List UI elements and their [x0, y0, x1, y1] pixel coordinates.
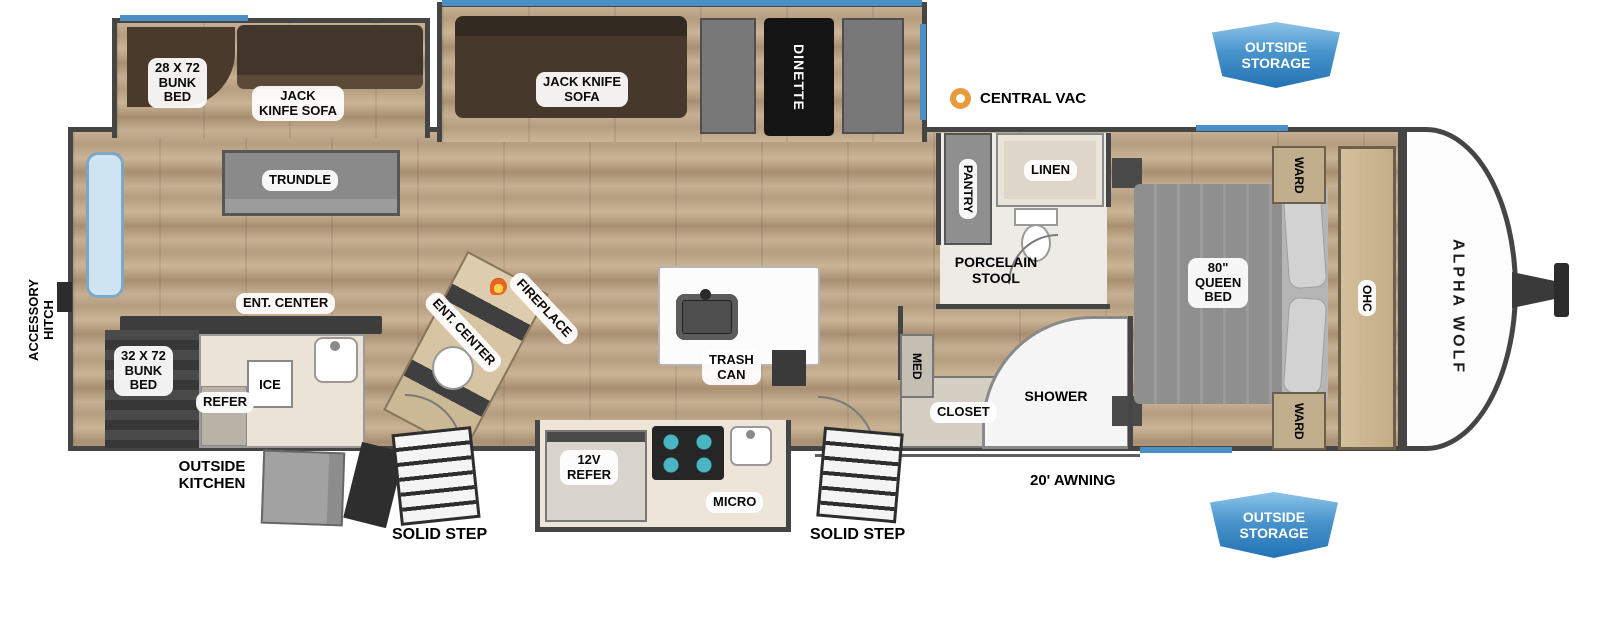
bedroom-wall-top — [1106, 133, 1111, 207]
queen-bed-label: 80" QUEEN BED — [1188, 258, 1249, 308]
pillow-top — [1282, 190, 1328, 290]
window-trim-bedroom-bottom — [1140, 447, 1232, 453]
pillow-bottom — [1282, 296, 1328, 396]
wardrobe-top-label: WARD — [1292, 156, 1306, 194]
window-trim-bedroom-top — [1196, 125, 1288, 131]
dinette-bench-right — [842, 18, 904, 134]
solid-step-left-label: SOLID STEP — [392, 526, 488, 543]
hitch-coupler-icon — [1554, 263, 1569, 317]
shower-label: SHOWER — [1024, 388, 1088, 404]
ice-maker: ICE — [247, 360, 293, 408]
awning-rail — [815, 454, 1140, 457]
ice-label: ICE — [259, 376, 281, 392]
jack-knife-sofa-living — [455, 16, 687, 118]
sink-kitchen-faucet-icon — [746, 430, 755, 439]
trash-can — [772, 350, 806, 386]
bunk-bed-32-label: 32 X 72 BUNK BED — [114, 346, 173, 396]
hitch-arm-icon — [1512, 272, 1560, 308]
island-sink — [676, 294, 738, 340]
bathroom-wall-left — [936, 133, 941, 245]
trash-can-label: TRASH CAN — [702, 350, 761, 386]
trundle-label: TRUNDLE — [262, 170, 339, 191]
awning-label: 20' AWNING — [1030, 472, 1116, 489]
outside-storage-badge-top: OUTSIDE STORAGE — [1212, 22, 1340, 88]
dinette-table: DINETTE — [764, 18, 834, 136]
med-cabinet: MED — [900, 334, 934, 398]
accessory-hitch-icon — [57, 282, 72, 312]
nightstand-top — [1112, 158, 1142, 188]
micro-label: MICRO — [706, 492, 764, 513]
jack-knife-sofa-living-label: JACK KNIFE SOFA — [536, 72, 629, 108]
pantry-cabinet: PANTRY — [944, 133, 992, 245]
bathroom-wall-bottom — [936, 304, 1110, 309]
central-vac-label: CENTRAL VAC — [980, 90, 1087, 107]
outside-storage-badge-bottom: OUTSIDE STORAGE — [1210, 492, 1338, 558]
outside-kitchen-label: OUTSIDE KITCHEN — [178, 458, 246, 493]
closet-label: CLOSET — [930, 402, 997, 423]
overhead-cabinet: OHC — [1338, 146, 1396, 450]
solid-step-right-label: SOLID STEP — [810, 526, 906, 543]
window-left-wall — [86, 152, 124, 298]
central-vac-icon — [950, 88, 971, 109]
front-wall — [1398, 131, 1407, 447]
wardrobe-bottom: WARD — [1272, 392, 1326, 450]
slide-trim-sofa-dinette-right — [920, 24, 926, 120]
chair-living — [432, 346, 474, 390]
fireplace-icon — [490, 278, 507, 295]
overhead-cabinet-label: OHC — [1358, 279, 1376, 317]
ent-center-bunkroom-label: ENT. CENTER — [236, 293, 336, 314]
bunk-bed-28-label: 28 X 72 BUNK BED — [148, 58, 207, 108]
dinette-label: DINETTE — [791, 43, 807, 111]
brand-label: ALPHA WOLF — [1449, 238, 1467, 376]
jack-knife-sofa-bunkroom-label: JACK KINFE SOFA — [252, 86, 345, 122]
accessory-hitch-label: ACCESSORY HITCH — [26, 279, 56, 361]
wardrobe-top: WARD — [1272, 146, 1326, 204]
bedroom-wall-bottom — [1128, 316, 1133, 449]
refer-label: REFER — [196, 392, 255, 413]
solid-step-right — [816, 426, 904, 524]
pantry-label: PANTRY — [959, 159, 977, 219]
porcelain-stool-label: PORCELAIN STOOL — [954, 254, 1038, 287]
wardrobe-bottom-label: WARD — [1292, 402, 1306, 440]
ent-center-bunkroom — [120, 316, 382, 334]
refer-12v-label: 12V REFER — [560, 450, 619, 486]
island-faucet-icon — [700, 289, 711, 300]
slide-trim-sofa-dinette-top — [442, 0, 922, 6]
jack-knife-sofa-bunkroom — [237, 25, 423, 89]
sink-bunkroom-faucet-icon — [330, 341, 340, 351]
outside-kitchen-door — [260, 449, 346, 527]
med-label: MED — [910, 352, 924, 380]
dinette-bench-left — [700, 18, 756, 134]
slide-trim-bunk — [120, 15, 248, 21]
linen-label: LINEN — [1024, 160, 1077, 181]
solid-step-left — [391, 426, 481, 526]
cooktop — [652, 426, 724, 480]
kitchen-island — [658, 266, 820, 366]
